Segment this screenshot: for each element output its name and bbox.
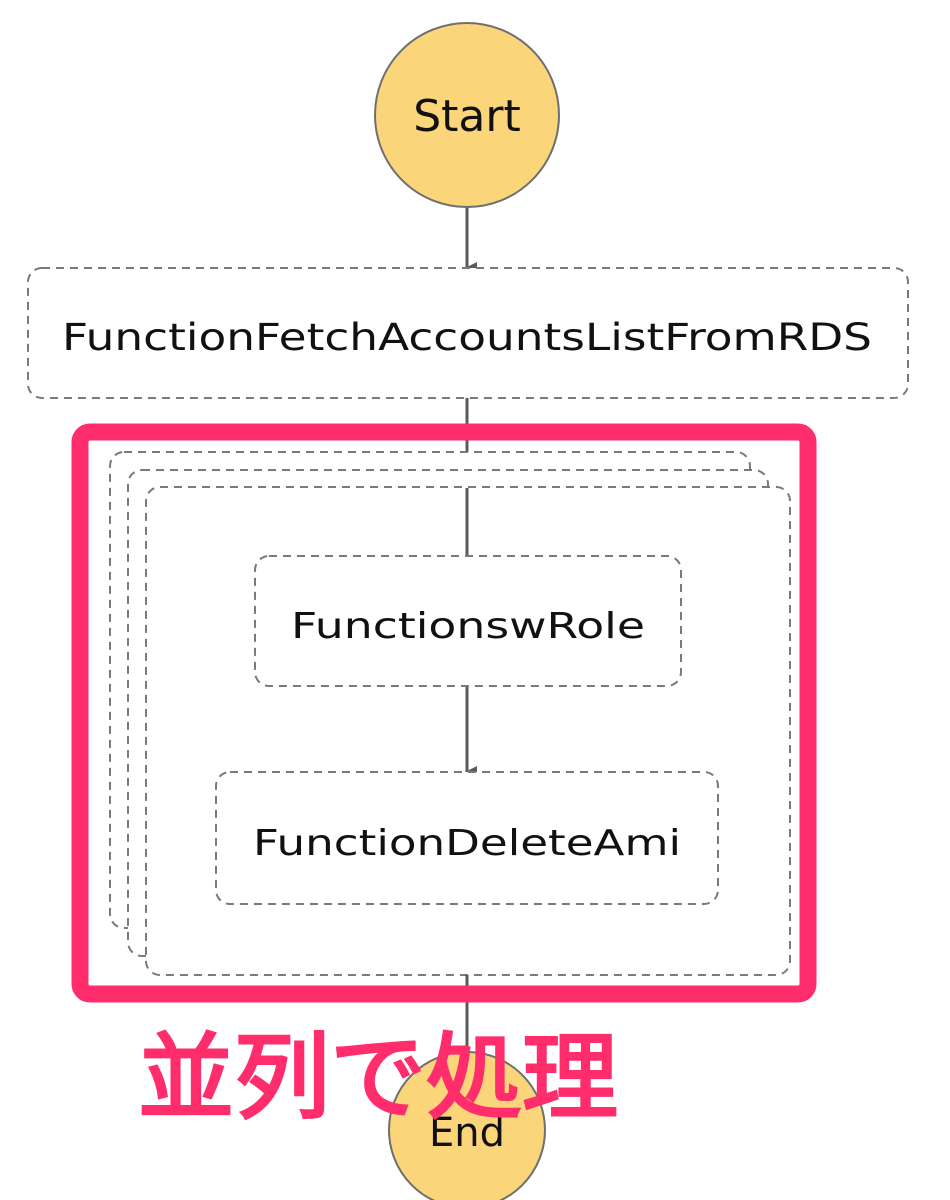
parallel-annotation-label: 並列で処理 [138, 1024, 618, 1133]
end-node-label: End [429, 1110, 505, 1156]
start-node[interactable]: Start [374, 22, 560, 208]
state-functions-sw-role[interactable]: FunctionswRole [254, 555, 682, 687]
state-functions-sw-role-label: FunctionswRole [291, 606, 645, 647]
state-fetch-accounts-list-label: FunctionFetchAccountsListFromRDS [62, 316, 872, 359]
parallel-highlight-box [71, 423, 817, 1003]
end-node[interactable]: End [388, 1051, 546, 1200]
start-node-label: Start [413, 91, 521, 142]
state-fetch-accounts-list[interactable]: FunctionFetchAccountsListFromRDS [27, 267, 909, 399]
state-function-delete-ami-label: FunctionDeleteAmi [253, 823, 681, 864]
state-function-delete-ami[interactable]: FunctionDeleteAmi [215, 771, 719, 905]
